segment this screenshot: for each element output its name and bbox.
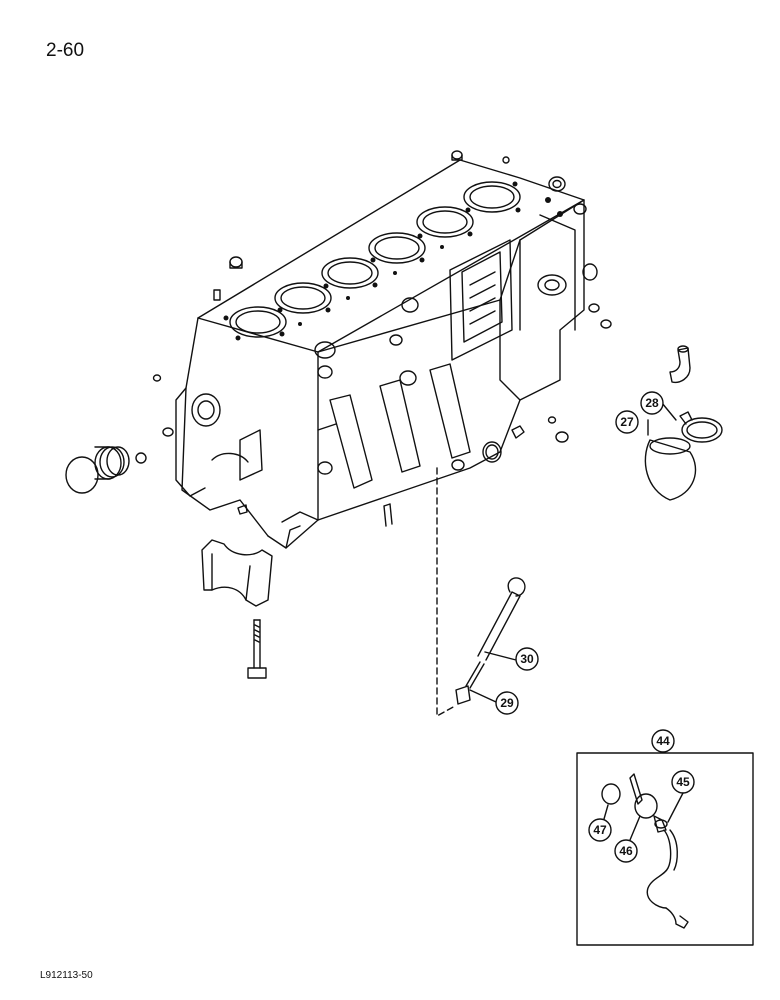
- dipstick-location-line: [436, 467, 456, 717]
- cap-bolt: [247, 619, 267, 679]
- rear-seal-assembly: [65, 446, 130, 494]
- cylinder-bores: [229, 181, 521, 338]
- svg-text:45: 45: [676, 775, 690, 789]
- callout-47: 47: [588, 818, 612, 842]
- leader-45: [667, 792, 684, 823]
- callout-46: 46: [614, 839, 638, 863]
- callout-45: 45: [671, 770, 695, 794]
- callout-30: 30: [515, 647, 539, 671]
- callout-28: 28: [640, 391, 664, 415]
- svg-text:47: 47: [593, 823, 607, 837]
- elbow-fitting: [669, 345, 691, 384]
- callout-29: 29: [495, 691, 519, 715]
- sensor-assembly: [601, 773, 689, 929]
- leader-29: [469, 689, 497, 703]
- inset-frame: [576, 752, 754, 946]
- svg-text:30: 30: [520, 652, 534, 666]
- leader-28: [661, 402, 677, 421]
- sensor-body: [634, 793, 658, 819]
- dipstick-tube: [455, 661, 485, 705]
- svg-text:46: 46: [619, 844, 633, 858]
- hose-clamp: [679, 411, 723, 443]
- svg-text:27: 27: [620, 415, 634, 429]
- leader-47: [603, 804, 609, 820]
- svg-text:44: 44: [656, 734, 670, 748]
- seal-ring: [601, 783, 621, 805]
- callout-27: 27: [615, 410, 639, 434]
- main-bearing-cap: [201, 539, 273, 607]
- leader-46: [629, 815, 641, 841]
- bracket: [629, 773, 643, 805]
- callout-44: 44: [651, 729, 675, 753]
- hose-sleeve: [644, 437, 697, 501]
- plugs-and-fittings: [135, 150, 612, 527]
- page-number: 2-60: [46, 40, 85, 61]
- head-bolt-holes: [223, 181, 563, 341]
- svg-text:28: 28: [645, 396, 659, 410]
- svg-text:29: 29: [500, 696, 514, 710]
- leader-30: [484, 651, 517, 661]
- figure-code: L912113-50: [40, 970, 93, 981]
- cylinder-block: [175, 159, 585, 549]
- dipstick: [477, 577, 526, 661]
